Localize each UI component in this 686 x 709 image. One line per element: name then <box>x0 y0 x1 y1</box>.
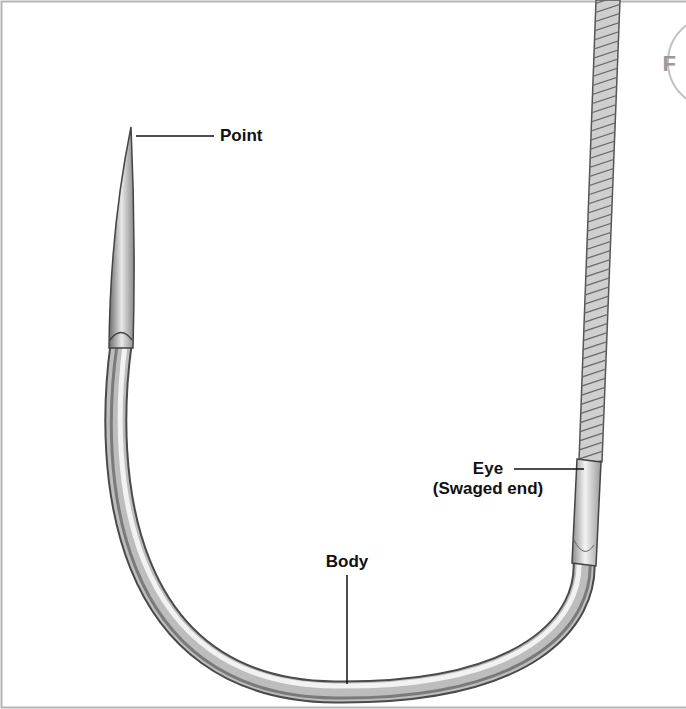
suture-strand <box>570 280 630 300</box>
part-label: Eye (Swaged end) <box>433 459 544 499</box>
suture-strand <box>570 190 630 210</box>
suture-strand <box>570 370 630 390</box>
suture-strand <box>570 424 630 444</box>
suture-strand <box>570 334 630 354</box>
suture-strand <box>570 199 630 219</box>
suture-strand <box>570 325 630 345</box>
suture-strand <box>570 154 630 174</box>
suture-strand <box>570 28 630 48</box>
suture-strand <box>570 433 630 453</box>
suture-strand <box>570 415 630 435</box>
part-label: Body <box>326 552 369 572</box>
leader-line <box>136 135 214 137</box>
needle-shade <box>111 345 590 698</box>
suture-strand <box>570 289 630 309</box>
suture-strand <box>570 181 630 201</box>
suture-strand <box>570 226 630 246</box>
swaged-barrel <box>572 459 601 566</box>
suture-strand <box>570 307 630 327</box>
suture-strand <box>570 298 630 318</box>
suture-strand <box>570 91 630 111</box>
needle-point <box>109 127 134 348</box>
suture-strand <box>570 55 630 75</box>
suture-strand <box>570 37 630 57</box>
suture-strand <box>570 0 630 12</box>
suture-strand <box>570 271 630 291</box>
suture-strand <box>570 253 630 273</box>
suture-strand <box>570 46 630 66</box>
suture-strand <box>570 343 630 363</box>
suture-strand <box>570 127 630 147</box>
suture-strand <box>570 73 630 93</box>
leader-line <box>346 575 348 684</box>
leader-line <box>514 468 584 470</box>
suture-strand <box>570 388 630 408</box>
suture-strand <box>570 262 630 282</box>
suture-strand <box>570 118 630 138</box>
suture-strand <box>570 217 630 237</box>
suture-strand <box>570 244 630 264</box>
suture-strand <box>570 1 630 21</box>
swage-crimp <box>574 540 594 551</box>
point-bevel <box>110 333 132 341</box>
suture-strand <box>570 64 630 84</box>
suture-strand <box>570 361 630 381</box>
needle-body-outline <box>116 345 584 692</box>
suture-strand <box>570 136 630 156</box>
suture-strand <box>570 208 630 228</box>
suture-strand <box>570 379 630 399</box>
part-label: Point <box>220 126 263 146</box>
suture-strand <box>570 352 630 372</box>
suture-strand <box>570 19 630 39</box>
suture-strand <box>570 109 630 129</box>
suture-strand <box>570 406 630 426</box>
figure-letter: F <box>663 54 676 74</box>
suture-strand <box>570 100 630 120</box>
suture-strand <box>570 316 630 336</box>
suture-strand <box>570 235 630 255</box>
needle-highlight <box>120 345 579 686</box>
suture-strand <box>570 172 630 192</box>
needle-body <box>116 345 584 692</box>
suture-strand <box>570 397 630 417</box>
suture-strand <box>570 163 630 183</box>
suture-twist <box>570 0 630 489</box>
suture-strand <box>570 10 630 30</box>
suture-strand <box>570 145 630 165</box>
suture-strand <box>570 82 630 102</box>
